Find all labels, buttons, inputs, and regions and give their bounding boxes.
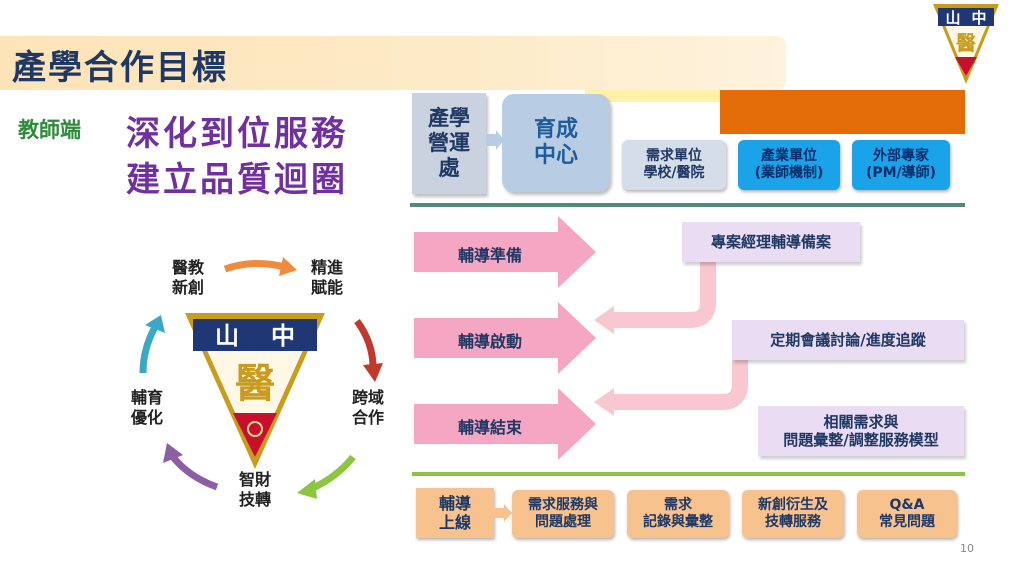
logo-char-left: 山 (945, 9, 960, 27)
cycle-label-2: 精進 賦能 (310, 258, 343, 297)
cycle-arrow-purple (163, 443, 219, 491)
cycle-label-1: 醫教 新創 (171, 258, 204, 297)
step-label-1: 輔導準備 (458, 246, 523, 265)
step-label-3: 輔導結束 (458, 418, 523, 437)
title-bar (0, 36, 786, 90)
online-item-3: 新創衍生及 技轉服務 (742, 490, 844, 538)
step-arrow-1 (414, 216, 596, 288)
step-arrow-2 (414, 302, 596, 374)
yellow-strip (585, 90, 725, 102)
logo-char-bottom: 醫 (956, 31, 976, 55)
side-label: 教師端 (18, 118, 81, 142)
step-arrow-3 (414, 388, 596, 460)
unit-industry: 產業單位 (業師機制) (738, 140, 840, 190)
cycle-logo-char-left: 山 (215, 322, 239, 350)
unit-expert: 外部專家 (PM/導師) (852, 140, 950, 190)
cycle-arrow-red (354, 318, 383, 382)
logo-top-right: 山 中 醫 (933, 4, 999, 84)
office-box: 產學 營運 處 (412, 93, 486, 194)
step-label-2: 輔導啟動 (458, 332, 523, 351)
incubator-box: 育成 中心 (502, 94, 610, 192)
cycle-label-4: 智財 技轉 (238, 470, 271, 509)
connector-1 (608, 260, 716, 328)
slogan-line-1: 深化到位服務 (126, 114, 348, 154)
action-box-1: 專案經理輔導備案 (682, 222, 860, 262)
slogan-line-2: 建立品質迴圈 (126, 160, 348, 200)
cycle-arrow-green (297, 454, 356, 499)
divider-bottom (412, 472, 965, 476)
cycle-logo-char-bottom: 醫 (235, 361, 275, 407)
cycle-label-3: 跨域 合作 (351, 388, 384, 427)
online-main-box: 輔導 上線 (416, 488, 494, 538)
cycle-arrow-orange (223, 257, 297, 276)
online-item-4: Q&A 常見問題 (857, 490, 957, 538)
page-title: 產學合作目標 (12, 48, 228, 88)
cycle-logo: 山 中 醫 (185, 313, 325, 469)
online-item-2: 需求 記錄與彙整 (627, 490, 729, 538)
online-arrow-icon (494, 504, 512, 522)
process-diagram (414, 216, 748, 460)
office-arrow-icon (486, 130, 504, 150)
cycle-diagram: 山 中 醫 (139, 257, 383, 499)
cycle-label-5: 輔育 優化 (130, 388, 163, 427)
action-box-2: 定期會議討論/進度追蹤 (732, 320, 964, 360)
divider-top (410, 203, 965, 207)
cycle-arrow-teal (139, 315, 165, 374)
online-item-1: 需求服務與 問題處理 (512, 490, 614, 538)
page-number: 10 (960, 542, 974, 555)
orange-banner (720, 90, 965, 134)
action-box-3: 相關需求與 問題彙整/調整服務模型 (758, 406, 964, 456)
cycle-logo-char-right: 中 (271, 322, 295, 350)
logo-char-right: 中 (971, 9, 986, 27)
unit-demand: 需求單位 學校/醫院 (622, 140, 726, 190)
connector-2 (608, 338, 748, 410)
